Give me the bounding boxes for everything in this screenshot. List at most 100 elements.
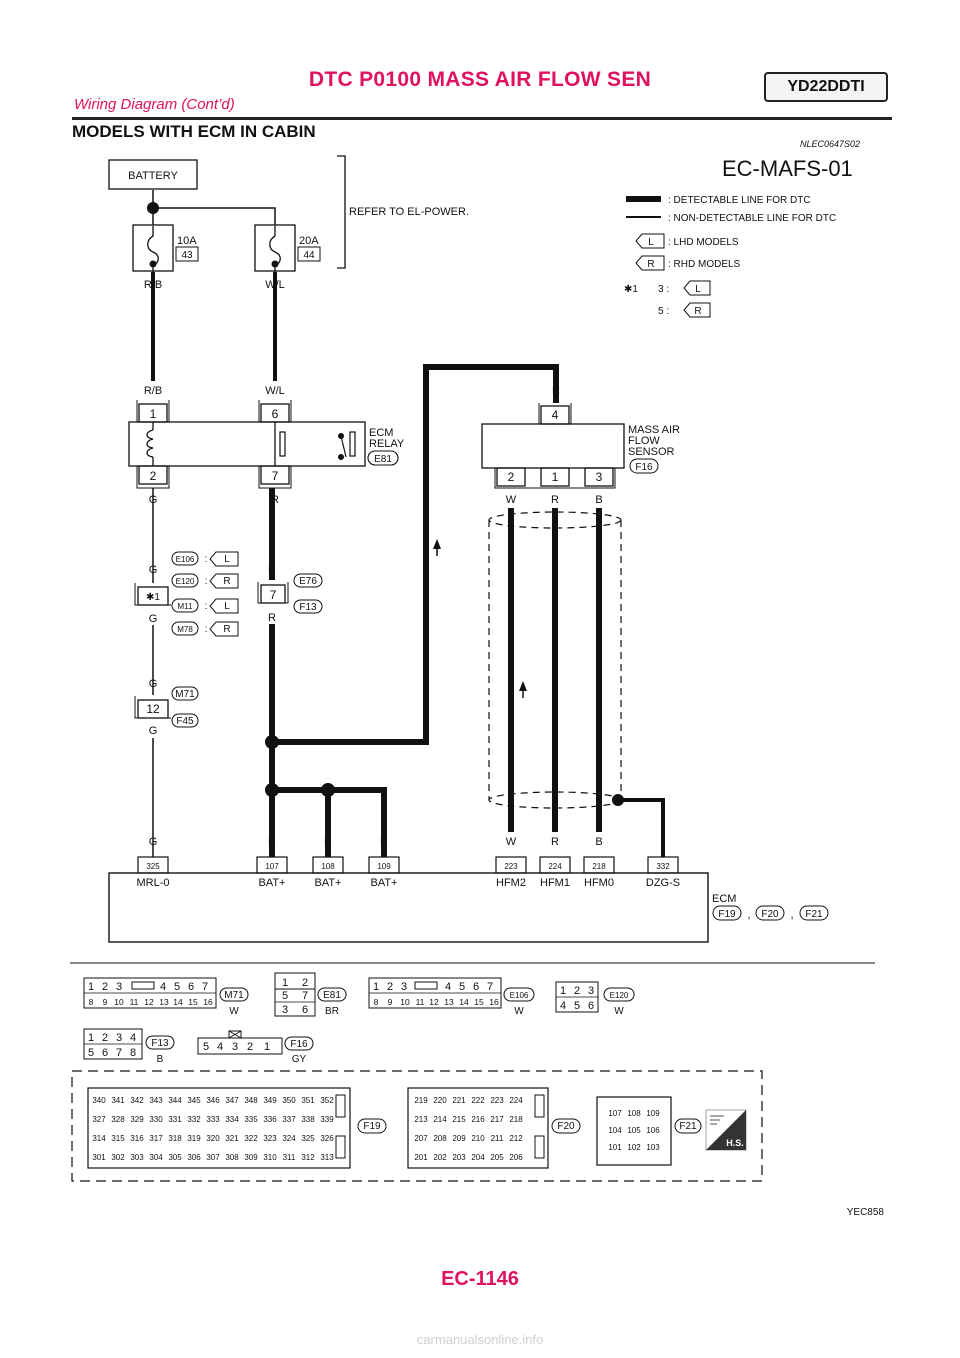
ecm-connector-pin: 205 [490, 1153, 504, 1162]
connector-face-pin: 4 [160, 981, 166, 993]
ecm-connector-pin: 203 [452, 1153, 466, 1162]
connector-face-pin: 15 [188, 997, 198, 1007]
fuse-amp: 20A [299, 235, 319, 247]
ecm-connector-pin: 103 [646, 1143, 660, 1152]
ecm-connector-pin: 322 [244, 1134, 258, 1143]
ecm-connector-pin: 105 [627, 1126, 641, 1135]
connector-face-pin: 13 [444, 997, 454, 1007]
separator-comma: , [747, 909, 750, 921]
fuse-number: 43 [181, 250, 193, 261]
connector-pin: 12 [146, 702, 160, 716]
watermark: carmanualsonline.info [416, 1332, 544, 1347]
wire-color: B [595, 836, 602, 848]
ecm-pin: 107 [265, 862, 279, 871]
connector-face-pin: 1 [88, 1032, 94, 1044]
ecm-connector-pin: 308 [225, 1153, 239, 1162]
wire-color: W/L [265, 279, 285, 291]
connector-face-pin: 10 [114, 997, 124, 1007]
joint-star: ✱1 [146, 592, 160, 603]
legend-text: 3 : [658, 284, 669, 295]
wire-color: R [268, 612, 276, 624]
connector-face-pin: 7 [487, 981, 493, 993]
ecm-connector-pin: 217 [490, 1115, 504, 1124]
ecm-connector-pin: 326 [320, 1134, 334, 1143]
joint-connector-code: F13 [299, 602, 317, 613]
ecm-connector-pin: 345 [187, 1096, 201, 1105]
ecm-connector-pin: 108 [627, 1109, 641, 1118]
ecm-connector-pin: 333 [206, 1115, 220, 1124]
model-selector: R [223, 624, 230, 635]
ecm-terminal: BAT+ [314, 877, 341, 889]
image-reference: YEC858 [847, 1207, 885, 1218]
connector-face-name: E106 [510, 991, 529, 1000]
ecm-pin: 109 [377, 862, 391, 871]
connector-face-pin: 2 [102, 1032, 108, 1044]
ecm-connector-pin: 210 [471, 1134, 485, 1143]
connector-face-pin: 7 [202, 981, 208, 993]
wire-color: B [595, 494, 602, 506]
ecm-connector-pin: 324 [282, 1134, 296, 1143]
joint-connector-code: E120 [176, 577, 195, 586]
connector-face-pin: 6 [588, 1000, 594, 1012]
ecm-pin: 332 [656, 862, 670, 871]
ecm-connector-pin: 302 [111, 1153, 125, 1162]
joint-colon: : [205, 624, 208, 635]
wire-color: R/B [144, 279, 162, 291]
connector-code: F21 [805, 909, 823, 920]
wire-color: W [506, 494, 517, 506]
connector-face-pin: 13 [159, 997, 169, 1007]
connector-face-pin: 4 [217, 1041, 223, 1053]
connector-face-pin: 1 [88, 981, 94, 993]
wire-color: R [271, 494, 279, 506]
ecm-connector-pin: 325 [301, 1134, 315, 1143]
wire-color: G [149, 836, 158, 848]
connector-face-pin: 5 [459, 981, 465, 993]
ecm-connector-pin: 102 [627, 1143, 641, 1152]
connector-face-pin: 1 [282, 977, 288, 989]
ecm-connector-pin: 107 [608, 1109, 622, 1118]
ecm-connector-pin: 319 [187, 1134, 201, 1143]
legend-code: L [695, 284, 701, 295]
connector-face-pin: 2 [102, 981, 108, 993]
ecm-connector-pin: 207 [414, 1134, 428, 1143]
connector-face-pin: 3 [588, 985, 594, 997]
wire-color: W [506, 836, 517, 848]
ecm-connector-pin: 314 [92, 1134, 106, 1143]
connector-face-name: E81 [323, 990, 341, 1001]
ecm-connector-pin: 307 [206, 1153, 220, 1162]
connector-face-pin: 16 [203, 997, 213, 1007]
ecm-connector-pin: 317 [149, 1134, 163, 1143]
header-rule [72, 117, 892, 120]
connector-pin: 7 [270, 588, 277, 602]
joint-colon: : [205, 601, 208, 612]
refer-text: REFER TO EL-POWER. [349, 206, 469, 218]
battery-label: BATTERY [128, 170, 178, 182]
connector-face-name: F21 [679, 1121, 697, 1132]
ecm-connector-pin: 332 [187, 1115, 201, 1124]
joint-connector-code: E76 [299, 576, 317, 587]
ecm-terminal: BAT+ [258, 877, 285, 889]
connector-face-pin: 3 [401, 981, 407, 993]
ecm-connector-pin: 109 [646, 1109, 660, 1118]
connector-face-pin: 14 [459, 997, 469, 1007]
ecm-connector-pin: 352 [320, 1096, 334, 1105]
ecm-connector-pin: 208 [433, 1134, 447, 1143]
section-code: NLEC0647S02 [800, 139, 861, 149]
wire-color: G [149, 613, 158, 625]
ecm-connector-pin: 204 [471, 1153, 485, 1162]
connector-face-pin: 2 [574, 985, 580, 997]
legend-text: 5 : [658, 306, 669, 317]
fuse-amp: 10A [177, 235, 197, 247]
ecm-connector-pin: 315 [111, 1134, 125, 1143]
ecm-connector-pin: 214 [433, 1115, 447, 1124]
connector-face-pin: 14 [173, 997, 183, 1007]
model-selector: L [224, 554, 230, 565]
ecm-connector-pin: 211 [491, 1134, 504, 1143]
connector-face-pin: 4 [560, 1000, 566, 1012]
connector-face-pin: 6 [188, 981, 194, 993]
page-title: DTC P0100 MASS AIR FLOW SEN [308, 68, 652, 91]
hs-label: H.S. [726, 1138, 744, 1148]
diagram-id: EC-MAFS-01 [722, 156, 853, 181]
ecm-connector-pin: 220 [433, 1096, 447, 1105]
